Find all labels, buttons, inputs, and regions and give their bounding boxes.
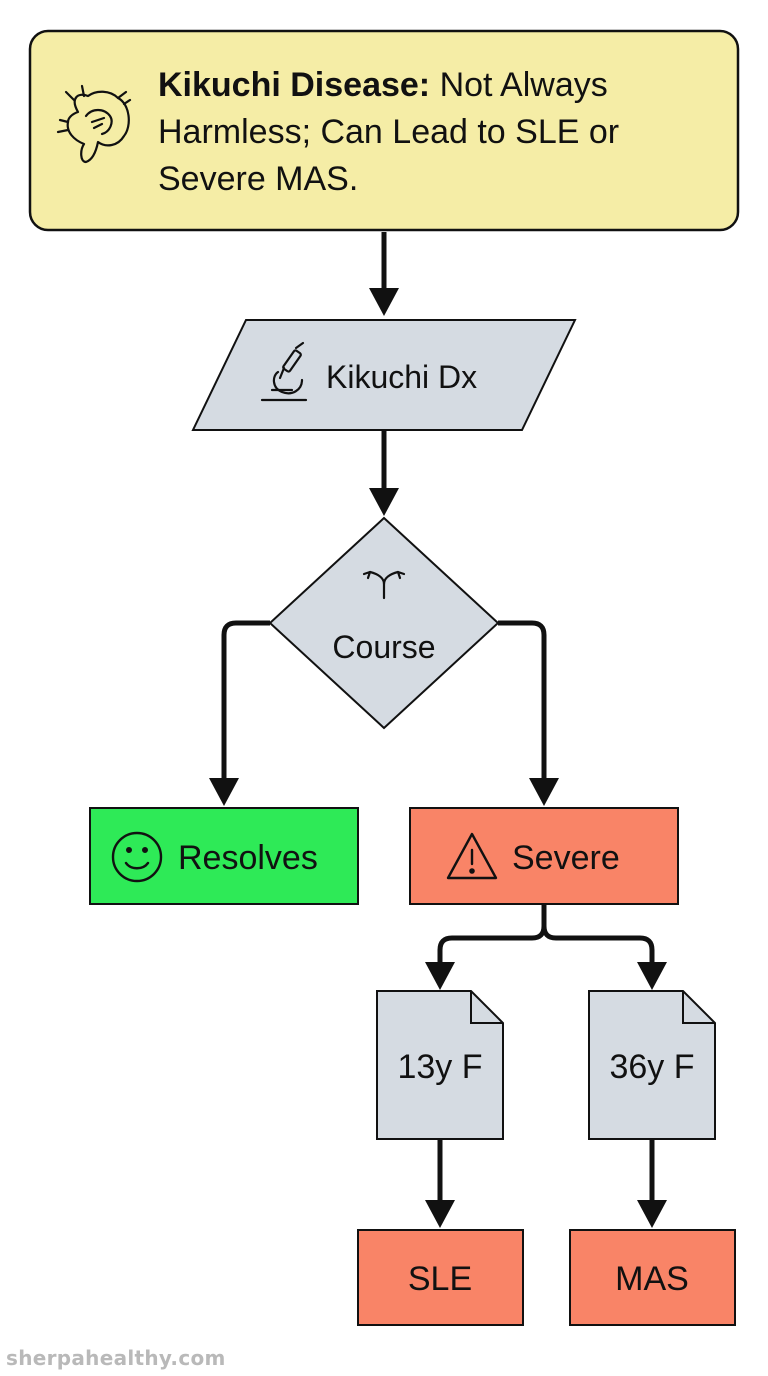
mas-label: MAS xyxy=(615,1260,689,1298)
arrow-course-to-severe xyxy=(498,620,547,780)
microscope-icon xyxy=(260,341,308,402)
case2-fold xyxy=(682,991,715,1024)
course-label: Course xyxy=(332,629,435,665)
sle-label: SLE xyxy=(408,1260,472,1298)
mas-node-shape xyxy=(569,1229,736,1326)
arrowhead-mas xyxy=(637,1200,667,1228)
arrow-severe-split xyxy=(437,904,547,964)
case1-node-shape xyxy=(376,990,504,1140)
dx-label: Kikuchi Dx xyxy=(326,359,477,395)
severe-label: Severe xyxy=(512,839,620,877)
case2-label: 36y F xyxy=(609,1048,694,1086)
resolves-label: Resolves xyxy=(178,839,318,877)
warning-icon xyxy=(446,832,498,880)
arrowhead-case1 xyxy=(425,962,455,990)
case1-label: 13y F xyxy=(397,1048,482,1086)
header-title: Kikuchi Disease: Not Always Harmless; Ca… xyxy=(158,62,718,203)
split-arrows-icon xyxy=(362,570,406,600)
watermark: sherpahealthy.com xyxy=(6,1346,226,1370)
resolves-node-shape xyxy=(89,807,359,905)
arrowhead-sle xyxy=(425,1200,455,1228)
course-node-shape xyxy=(268,516,500,730)
arrowhead-course xyxy=(369,488,399,516)
arrowhead-case2 xyxy=(637,962,667,990)
arrow-severe-to-case2 xyxy=(541,925,655,964)
arrowhead-resolves xyxy=(209,778,239,806)
smiley-icon xyxy=(111,831,163,883)
dx-node-shape xyxy=(191,319,577,431)
arrowhead-severe xyxy=(529,778,559,806)
arrowhead-dx xyxy=(369,288,399,316)
case1-fold xyxy=(470,991,503,1024)
header-box xyxy=(28,29,740,232)
case2-node-shape xyxy=(588,990,716,1140)
header-title-rest: Not Always Harmless; Can Lead to SLE or … xyxy=(158,66,620,198)
header-title-bold: Kikuchi Disease: xyxy=(158,66,431,104)
arrow-course-to-resolves xyxy=(221,620,270,780)
lymph-node-icon xyxy=(56,84,132,164)
sle-node-shape xyxy=(357,1229,524,1326)
